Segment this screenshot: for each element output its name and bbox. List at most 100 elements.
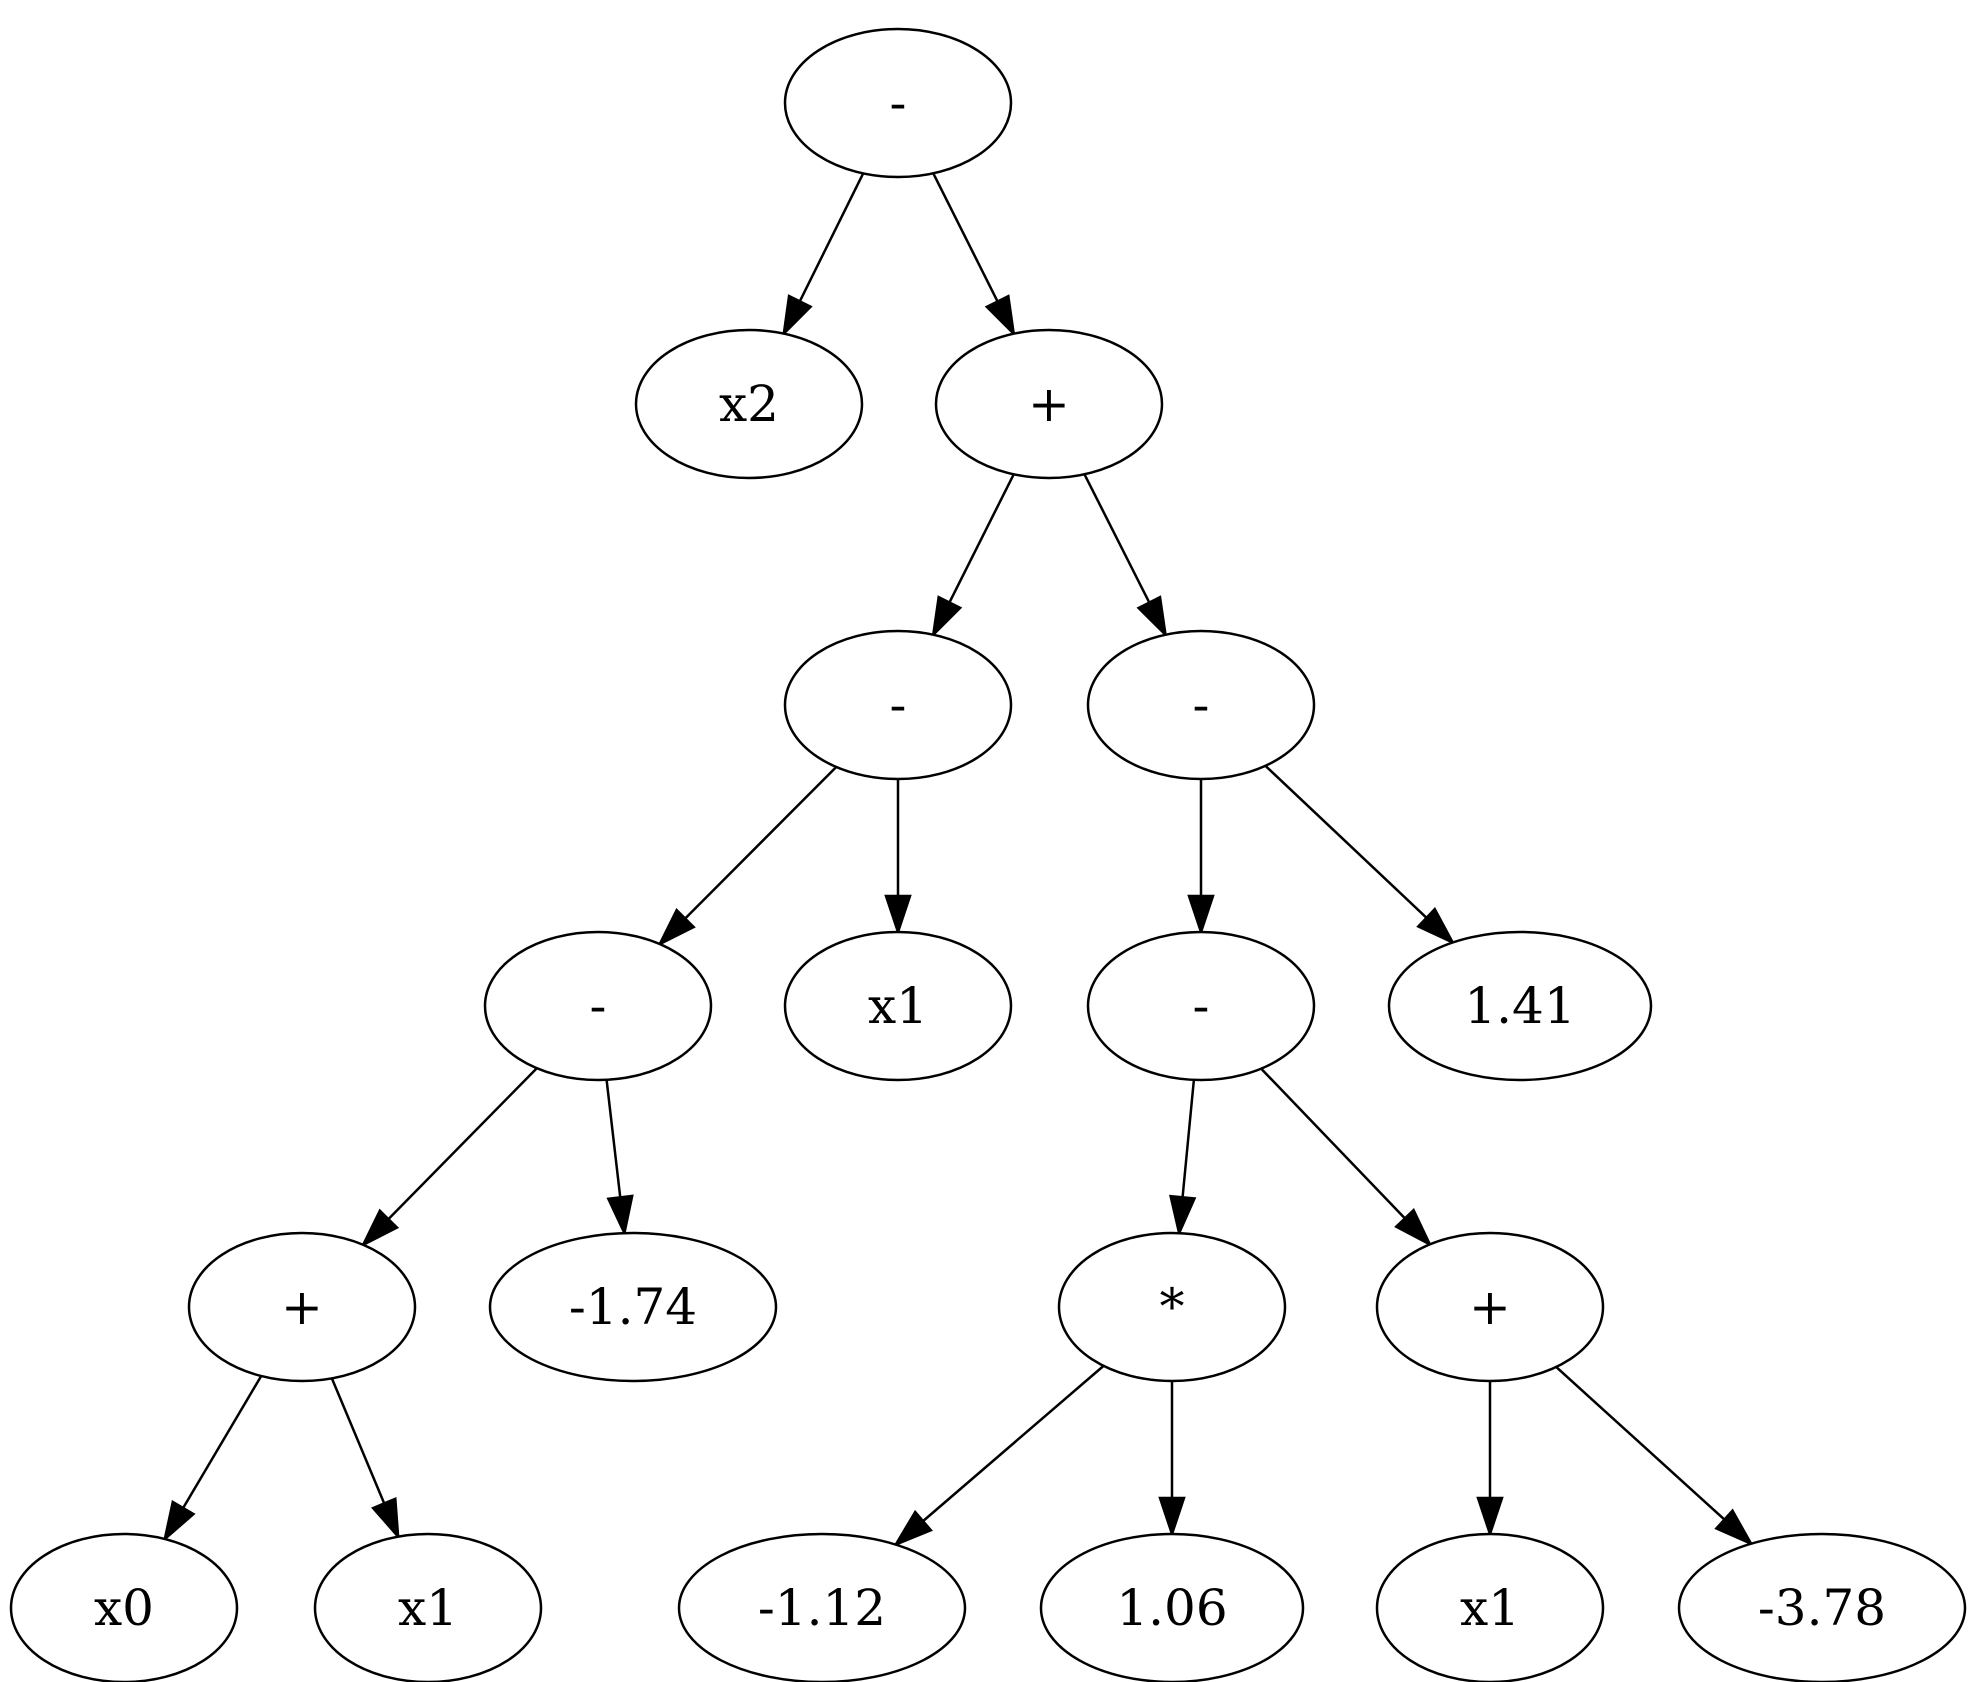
tree-node-n18: -3.78 (1677, 1532, 1967, 1682)
arrowhead-icon (1714, 1508, 1755, 1547)
arrowhead-icon (606, 1194, 634, 1238)
node-ellipse (783, 27, 1013, 179)
edge-n0-n2 (932, 172, 1016, 338)
edge-line (798, 172, 865, 302)
node-label: + (1028, 375, 1070, 433)
arrowhead-icon (892, 1509, 933, 1548)
edge-line (182, 1375, 263, 1509)
edge-n12-n18 (1555, 1366, 1755, 1547)
edge-n4-n7 (1187, 779, 1215, 936)
edge-line (1181, 1079, 1196, 1198)
node-label: - (1193, 676, 1210, 734)
node-ellipse (677, 1532, 967, 1682)
node-label: x2 (719, 375, 779, 433)
node-ellipse (1086, 629, 1316, 781)
node-ellipse (1375, 1231, 1605, 1383)
edge-n9-n14 (330, 1377, 400, 1541)
tree-node-n10: -1.74 (488, 1231, 778, 1383)
node-ellipse (1375, 1532, 1605, 1682)
node-ellipse (783, 629, 1013, 781)
arrowhead-icon (371, 1496, 400, 1541)
node-label: -1.12 (758, 1579, 886, 1637)
node-label: * (1160, 1278, 1185, 1336)
node-ellipse (9, 1532, 239, 1682)
tree-node-n5: - (483, 930, 713, 1082)
arrowhead-icon (1394, 1207, 1433, 1248)
edge-n3-n6 (884, 779, 912, 936)
edge-line (387, 1067, 538, 1220)
edge-n5-n10 (605, 1079, 634, 1238)
arrowhead-icon (162, 1499, 196, 1543)
node-label: -3.78 (1758, 1579, 1886, 1637)
edge-line (684, 766, 838, 920)
edge-line (932, 172, 999, 303)
tree-node-n2: + (934, 328, 1164, 480)
tree-node-n7: - (1086, 930, 1316, 1082)
tree-node-n6: x1 (783, 930, 1013, 1082)
arrowhead-icon (360, 1208, 400, 1248)
node-ellipse (1039, 1532, 1305, 1682)
edge-n7-n12 (1260, 1067, 1433, 1248)
edge-n3-n5 (656, 766, 838, 947)
node-ellipse (1677, 1532, 1967, 1682)
node-ellipse (1387, 930, 1653, 1082)
tree-node-n11: * (1057, 1231, 1287, 1383)
edge-line (1260, 1067, 1406, 1220)
node-ellipse (313, 1532, 543, 1682)
edge-n2-n3 (931, 473, 1015, 639)
node-ellipse (634, 328, 864, 480)
node-label: - (1193, 977, 1210, 1035)
node-ellipse (1086, 930, 1316, 1082)
edge-line (1555, 1366, 1726, 1521)
tree-node-n14: x1 (313, 1532, 543, 1682)
arrowhead-icon (1416, 906, 1456, 946)
tree-node-n3: - (783, 629, 1013, 781)
arrowhead-icon (656, 907, 696, 947)
node-ellipse (187, 1231, 417, 1383)
node-label: x1 (398, 1579, 458, 1637)
edge-n7-n11 (1169, 1079, 1197, 1238)
tree-node-n8: 1.41 (1387, 930, 1653, 1082)
arrowhead-icon (984, 294, 1016, 338)
edge-n11-n15 (892, 1364, 1105, 1548)
tree-node-n9: + (187, 1231, 417, 1383)
node-ellipse (1057, 1231, 1287, 1383)
node-label: - (590, 977, 607, 1035)
node-ellipse (488, 1231, 778, 1383)
node-ellipse (483, 930, 713, 1082)
arrowhead-icon (1136, 595, 1168, 639)
edge-line (330, 1377, 386, 1504)
tree-node-n13: x0 (9, 1532, 239, 1682)
arrowhead-icon (931, 595, 963, 639)
node-label: - (890, 676, 907, 734)
tree-node-n15: -1.12 (677, 1532, 967, 1682)
edge-n2-n4 (1083, 473, 1168, 639)
tree-node-n16: 1.06 (1039, 1532, 1305, 1682)
edge-line (605, 1079, 622, 1198)
node-ellipse (934, 328, 1164, 480)
edge-n11-n16 (1158, 1381, 1186, 1538)
node-label: x1 (868, 977, 928, 1035)
edge-n12-n17 (1476, 1381, 1504, 1538)
tree-node-n12: + (1375, 1231, 1605, 1383)
arrowhead-icon (884, 894, 912, 936)
node-label: x1 (1460, 1579, 1520, 1637)
edge-line (1264, 764, 1428, 919)
node-label: + (281, 1278, 323, 1336)
arrowhead-icon (1476, 1496, 1504, 1538)
arrowhead-icon (1158, 1496, 1186, 1538)
edge-n5-n9 (360, 1067, 538, 1248)
tree-node-n17: x1 (1375, 1532, 1605, 1682)
edge-line (1083, 473, 1151, 604)
node-label: 1.06 (1116, 1579, 1227, 1637)
tree-node-n4: - (1086, 629, 1316, 781)
arrowhead-icon (1169, 1194, 1197, 1238)
edges-layer (162, 172, 1755, 1548)
node-label: 1.41 (1464, 977, 1575, 1035)
edge-n4-n8 (1264, 764, 1456, 946)
edge-n9-n13 (162, 1375, 263, 1543)
arrowhead-icon (1187, 894, 1215, 936)
node-label: x0 (94, 1579, 154, 1637)
